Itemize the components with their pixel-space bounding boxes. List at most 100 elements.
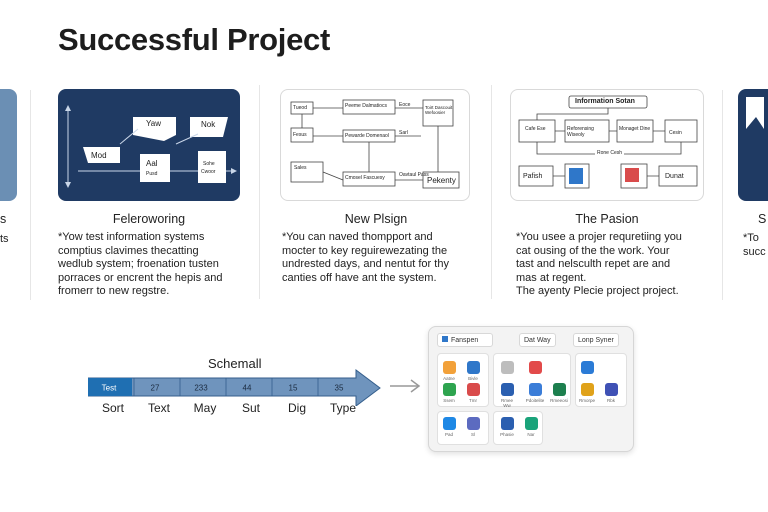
flow-label: Eoce — [399, 102, 411, 108]
mail-icon[interactable] — [605, 383, 618, 396]
divider — [30, 90, 31, 300]
card-thumbnail-diagram: Yaw Nok Mod Aal Pusd Sohe Cwoor — [58, 89, 240, 201]
shield-icon[interactable] — [443, 417, 456, 430]
desc-line: wedlub system; froenation tusten — [58, 258, 219, 271]
app-icon-label: Rbk — [606, 398, 615, 403]
p-app-icon[interactable] — [525, 417, 538, 430]
app-icon-label: Ssem — [443, 398, 455, 403]
desc-line: mocter to key reguirewezating the — [282, 244, 448, 257]
diagram-label: Mod — [91, 151, 107, 160]
timeline-segment-label: 27 — [151, 384, 160, 393]
page-title: Successful Project — [58, 22, 330, 57]
flow-label: Fesus — [293, 132, 307, 138]
flow-label: Toirt Dascouit Wefoosier — [425, 105, 453, 115]
diagram-label: Sohe — [203, 161, 215, 167]
desc-line: *Yow test information systems — [58, 231, 205, 243]
timeline-segment-label: 44 — [243, 384, 252, 393]
monitor-icon[interactable] — [501, 383, 514, 396]
doc-icon[interactable] — [467, 361, 480, 374]
palette-tab[interactable]: Fanspen — [437, 333, 493, 347]
flow-label: Pewarde Domenaol — [345, 133, 389, 139]
timeline-segment-label: Test — [102, 384, 117, 393]
green-app-icon[interactable] — [443, 383, 456, 396]
timeline-axis-label: Text — [147, 401, 170, 415]
pen-icon[interactable] — [467, 383, 480, 396]
card-new-plsign[interactable]: Tueod Peeme Dalmatiocs Fesus Pewarde Dom… — [260, 85, 492, 299]
divider — [491, 85, 492, 299]
orange-square-icon[interactable] — [443, 361, 456, 374]
system-label: Dunat — [665, 173, 684, 180]
e-app-icon[interactable] — [553, 383, 566, 396]
timeline-axis-label: Dig — [287, 401, 306, 415]
card-description: *Yow test information systems comptius c… — [58, 231, 258, 299]
timeline-axis-label: Sort — [101, 401, 124, 415]
timeline-axis-label: May — [193, 401, 217, 415]
timeline-segment-label: 15 — [289, 384, 298, 393]
card-caption: New Plsign — [344, 212, 408, 226]
partial-card-text-right: *To succ — [743, 232, 766, 259]
diagram-label: Nok — [201, 120, 216, 129]
timeline-segment-label: 35 — [335, 384, 344, 393]
system-label: Cesin — [669, 130, 682, 136]
timeline-axis-label: Sut — [241, 401, 260, 415]
system-label: Monaget Dine — [619, 126, 651, 132]
partial-card-caption-right: S — [758, 212, 767, 226]
card-feleroworing[interactable]: Yaw Nok Mod Aal Pusd Sohe Cwoor Felerowo… — [38, 85, 260, 299]
card-caption: Feleroworing — [112, 212, 186, 226]
app-icon-label: Rmeeosi — [550, 398, 568, 403]
app-icon-label: Phasie — [500, 432, 514, 437]
partial-card-thumbnail-right — [738, 89, 768, 201]
file-icon[interactable] — [501, 361, 514, 374]
app-icon-label: Pad — [444, 432, 453, 437]
desc-line: fromerr to new regstre. — [58, 285, 170, 298]
flow-label: Sarl — [399, 130, 408, 136]
app-icon-label: Tmr — [469, 398, 477, 403]
system-label: Pafish — [523, 173, 543, 180]
flow-label: Tueod — [293, 105, 307, 111]
app-icon — [442, 336, 448, 342]
desc-line: cat ousing of the the work. Your — [516, 244, 670, 257]
partial-card-text-left: ts — [0, 233, 9, 245]
flow-label: Peeme Dalmatiocs — [345, 103, 387, 109]
chrome-icon[interactable] — [581, 383, 594, 396]
partial-card-thumbnail-left — [0, 89, 17, 201]
partial-text-line: succ — [743, 245, 766, 258]
desc-line: mas at regent. — [516, 271, 587, 284]
desc-line: tast and nelsculth repet are and — [516, 258, 671, 271]
card-the-pasion[interactable]: Information Sotan Cafe Ese Reforensing W… — [492, 85, 722, 299]
palette-group — [437, 353, 489, 407]
card-icon[interactable] — [501, 417, 514, 430]
diagram-label: Aal — [146, 159, 158, 168]
divider — [722, 90, 723, 300]
app-icon-label: Rmee Ww — [500, 398, 513, 408]
card-caption: The Pasion — [575, 212, 639, 226]
flow-label: Oavtaul Pass — [399, 172, 429, 178]
bar-chart-icon[interactable] — [529, 361, 542, 374]
divider — [259, 85, 260, 299]
calendar-icon[interactable] — [467, 417, 480, 430]
app-icon-label: Pdoitelite — [525, 398, 545, 403]
flow-label: Pekenty — [427, 176, 456, 185]
desc-line: comptius clavimes thecatting — [58, 244, 199, 257]
connector-arrow-icon — [390, 379, 421, 393]
diagram-label: Pusd — [146, 171, 158, 177]
link-icon[interactable] — [529, 383, 542, 396]
palette-tab[interactable]: Dat Way — [519, 333, 556, 347]
card-description: *You can naved thompport and mocter to k… — [282, 231, 488, 285]
system-label: Cafe Ese — [525, 126, 546, 132]
diagram-label: Yaw — [146, 119, 161, 128]
app-icon-label: Bivle — [468, 376, 478, 381]
card-thumbnail-flowchart: Tueod Peeme Dalmatiocs Fesus Pewarde Dom… — [280, 89, 470, 201]
system-label: Rone Cesh — [595, 150, 625, 156]
timeline-title: Schemall — [208, 356, 262, 371]
globe-icon[interactable] — [581, 361, 594, 374]
card-description: *You usee a projer requretiing you cat o… — [516, 231, 720, 299]
timeline-axis-label: Type — [329, 401, 356, 415]
flow-label: Cmosel Fascuesy — [345, 175, 385, 181]
app-icon-label: Sl — [470, 432, 475, 437]
palette-tab[interactable]: Lonp Syner — [573, 333, 619, 347]
app-icon-label: Aatne — [443, 376, 455, 381]
desc-line: undrested days, and nentut for thy — [282, 258, 449, 271]
